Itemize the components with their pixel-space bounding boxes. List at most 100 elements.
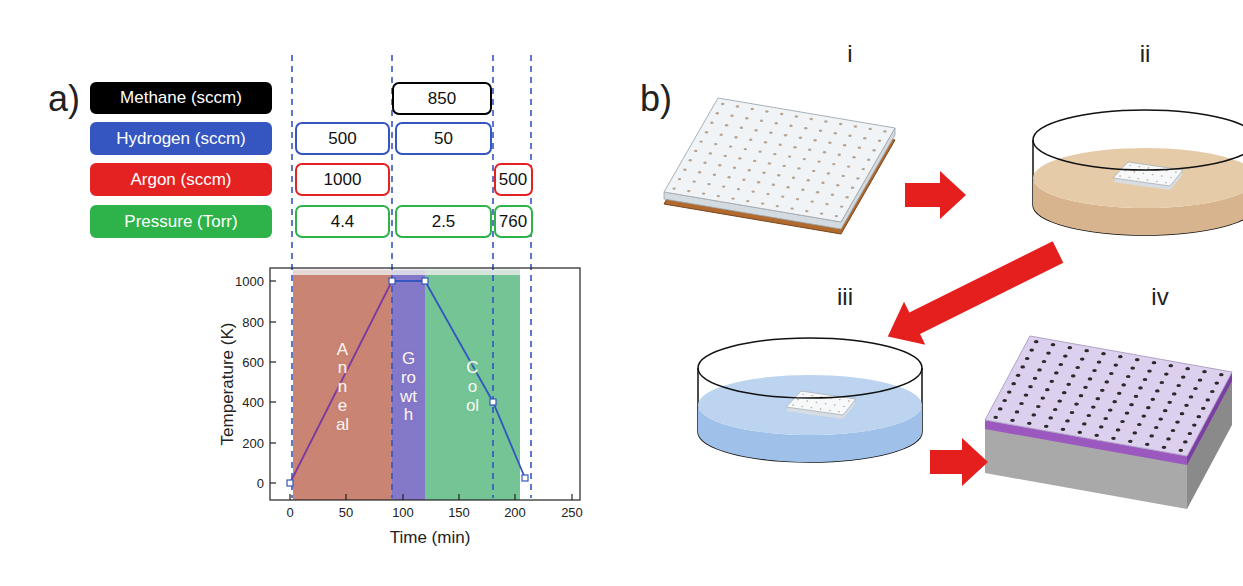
phase-name: Cool <box>464 359 481 415</box>
hole <box>1158 417 1163 420</box>
hole <box>738 157 741 159</box>
tick-label: 1000 <box>235 274 264 289</box>
hole <box>1152 361 1157 364</box>
panel-letter: b) <box>640 78 672 120</box>
hole <box>1138 178 1140 179</box>
hole <box>740 127 743 129</box>
hole <box>831 194 834 196</box>
hole <box>1025 357 1030 360</box>
dish-body <box>698 368 922 462</box>
hole <box>786 186 789 188</box>
cell-text: 760 <box>499 212 527 232</box>
hole <box>742 179 745 181</box>
hole <box>1078 431 1083 434</box>
process-arrow <box>905 171 966 219</box>
cell-text: Hydrogen (sccm) <box>116 129 245 149</box>
hole <box>1202 370 1207 373</box>
step-number: ii <box>1140 40 1151 68</box>
cell-text: Argon (sccm) <box>130 170 231 190</box>
floating-film <box>786 391 856 415</box>
parameter-label: Methane (sccm) <box>90 82 272 114</box>
axis-ticks <box>270 281 572 500</box>
hole <box>694 150 697 152</box>
hole <box>1029 348 1034 351</box>
hole <box>736 105 739 107</box>
hold-cool-line <box>392 281 525 478</box>
band-top-strip <box>293 268 520 275</box>
hole <box>1170 177 1172 178</box>
hole <box>1080 357 1085 360</box>
hole <box>769 132 772 134</box>
phase-name: Growth <box>400 350 417 425</box>
hole <box>1066 383 1071 386</box>
hole <box>872 149 875 151</box>
hole <box>1103 417 1108 420</box>
hole <box>1108 408 1113 411</box>
hole <box>709 152 712 154</box>
hole <box>765 110 768 112</box>
tick <box>270 401 276 402</box>
hole <box>1201 407 1206 410</box>
hole <box>1167 401 1172 404</box>
hole <box>862 168 865 170</box>
hole <box>1134 395 1139 398</box>
hole <box>1165 182 1167 183</box>
process-arrow <box>930 438 988 486</box>
data-markers <box>287 278 528 486</box>
hole <box>1149 434 1154 437</box>
hole <box>843 144 846 146</box>
hole <box>806 400 808 401</box>
hole <box>705 131 708 133</box>
marker <box>522 475 528 481</box>
hole <box>825 403 827 404</box>
hole <box>843 406 845 407</box>
hole <box>1143 378 1148 381</box>
hole <box>1120 420 1125 423</box>
hole <box>998 407 1003 410</box>
hole <box>1147 369 1152 372</box>
cell-text: 50 <box>434 129 453 149</box>
hole <box>1075 366 1080 369</box>
hole <box>1065 419 1070 422</box>
hole <box>878 140 881 142</box>
tick-label: 200 <box>242 436 264 451</box>
hole <box>836 184 839 186</box>
hole <box>816 191 819 193</box>
guide-line <box>530 55 532 498</box>
hole <box>1028 385 1033 388</box>
hole <box>993 416 998 419</box>
hole <box>1219 373 1224 376</box>
hole <box>764 141 767 143</box>
ramp-up-line <box>290 281 392 483</box>
hole <box>839 399 841 400</box>
hole <box>772 184 775 186</box>
hole <box>1119 175 1121 176</box>
hole <box>1046 351 1051 354</box>
hole <box>1050 380 1055 383</box>
anneal-band-fill <box>293 270 392 500</box>
hole <box>1116 428 1121 431</box>
hole-array <box>1119 165 1177 184</box>
hole <box>813 139 816 141</box>
hole <box>1101 352 1106 355</box>
hole <box>1129 403 1134 406</box>
hole <box>1161 175 1163 176</box>
hole <box>752 190 755 192</box>
cell-text: Methane (sccm) <box>120 88 242 108</box>
hole <box>1105 380 1110 383</box>
hole <box>817 160 820 162</box>
marker <box>490 399 496 405</box>
value-box: 4.4 <box>295 205 390 238</box>
hole <box>821 182 824 184</box>
axis-title: Time (min) <box>390 528 471 548</box>
hole <box>699 140 702 142</box>
hole <box>1016 374 1021 377</box>
hole <box>1034 340 1039 343</box>
hole <box>1166 437 1171 440</box>
guide-line <box>391 55 393 498</box>
hole <box>1198 378 1203 381</box>
tick <box>270 321 276 322</box>
hole <box>827 172 830 174</box>
hole <box>799 137 802 139</box>
